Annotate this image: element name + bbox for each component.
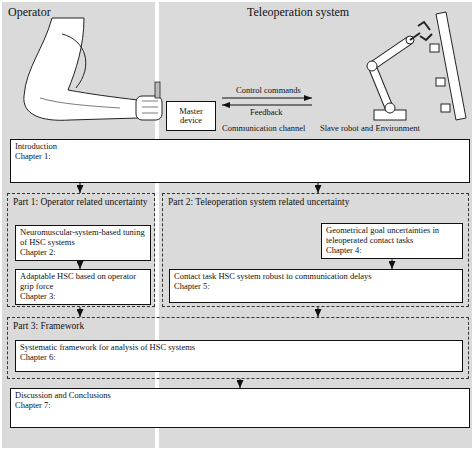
slave-robot xyxy=(367,22,432,120)
node-body: Systematic framework for analysis of HSC… xyxy=(20,343,458,353)
operator-arm xyxy=(24,18,162,120)
annotation-label: Slave robot and Environment xyxy=(320,123,420,133)
chapter-box: IntroductionChapter 1: xyxy=(10,139,470,183)
panel-ground xyxy=(159,2,472,448)
flow-arrow xyxy=(239,379,240,388)
node-body: Discussion and Conclusions xyxy=(15,391,465,401)
node-body: Adaptable HSC based on operator grip for… xyxy=(20,272,146,292)
node-heading: Chapter 1: xyxy=(15,152,465,162)
annotation-label: Control commands xyxy=(236,85,301,95)
master-handle xyxy=(155,82,160,98)
command-arrow xyxy=(222,98,312,99)
operator-panel: OperatorPart 1: Operator related uncerta… xyxy=(2,2,155,448)
flow-arrow xyxy=(79,307,80,317)
annotation-label: Feedback xyxy=(250,107,283,117)
node-body: Geometrical goal uncertainties in teleop… xyxy=(326,226,458,246)
flow-arrow xyxy=(317,183,318,193)
node-heading: Chapter 6: xyxy=(20,353,458,363)
environment-plate xyxy=(430,12,466,120)
chapter-box: Geometrical goal uncertainties in teleop… xyxy=(321,223,463,259)
node-heading: Chapter 3: xyxy=(20,292,146,302)
chapter-box: Neuromuscular-system-based tuning of HSC… xyxy=(15,225,151,261)
node-heading: Chapter 7: xyxy=(15,401,465,411)
part-group: Part 2: Teleoperation system related unc… xyxy=(162,193,469,307)
part-group: Part 1: Operator related uncertaintyNeur… xyxy=(7,193,155,307)
node-heading: Operator xyxy=(8,2,155,20)
chapter-box: Systematic framework for analysis of HSC… xyxy=(15,340,463,372)
chapter-box: Adaptable HSC based on operator grip for… xyxy=(15,269,151,305)
flow-arrow xyxy=(79,261,80,269)
node-heading: Part 1: Operator related uncertainty xyxy=(8,194,154,208)
node-heading: Chapter 2: xyxy=(20,248,146,258)
node-heading: Chapter 4: xyxy=(326,246,458,256)
feedback-arrow xyxy=(222,105,312,106)
node-heading: Part 3: Framework xyxy=(8,318,468,332)
master-device-box: Master device xyxy=(166,101,216,131)
panel-ground xyxy=(2,2,155,448)
chapter-box: Discussion and ConclusionsChapter 7: xyxy=(10,388,470,428)
chapter-box: Contact task HSC system robust to commun… xyxy=(169,269,463,303)
annotation-label: Communication channel xyxy=(222,123,305,133)
node-body: Neuromuscular-system-based tuning of HSC… xyxy=(20,228,146,248)
node-heading: Teleoperation system xyxy=(247,2,472,20)
flow-arrow xyxy=(79,183,80,193)
node-body: Contact task HSC system robust to commun… xyxy=(174,272,458,282)
flow-arrow xyxy=(391,259,392,269)
node-heading: Chapter 5: xyxy=(174,282,458,292)
part-group: Part 3: FrameworkSystematic framework fo… xyxy=(7,317,469,379)
node-body: Introduction xyxy=(15,142,465,152)
flow-arrow xyxy=(317,307,318,317)
node-heading: Master device xyxy=(168,107,214,126)
node-heading: Part 2: Teleoperation system related unc… xyxy=(163,194,468,208)
system-panel: Teleoperation systemMaster devicePart 2:… xyxy=(159,2,472,448)
